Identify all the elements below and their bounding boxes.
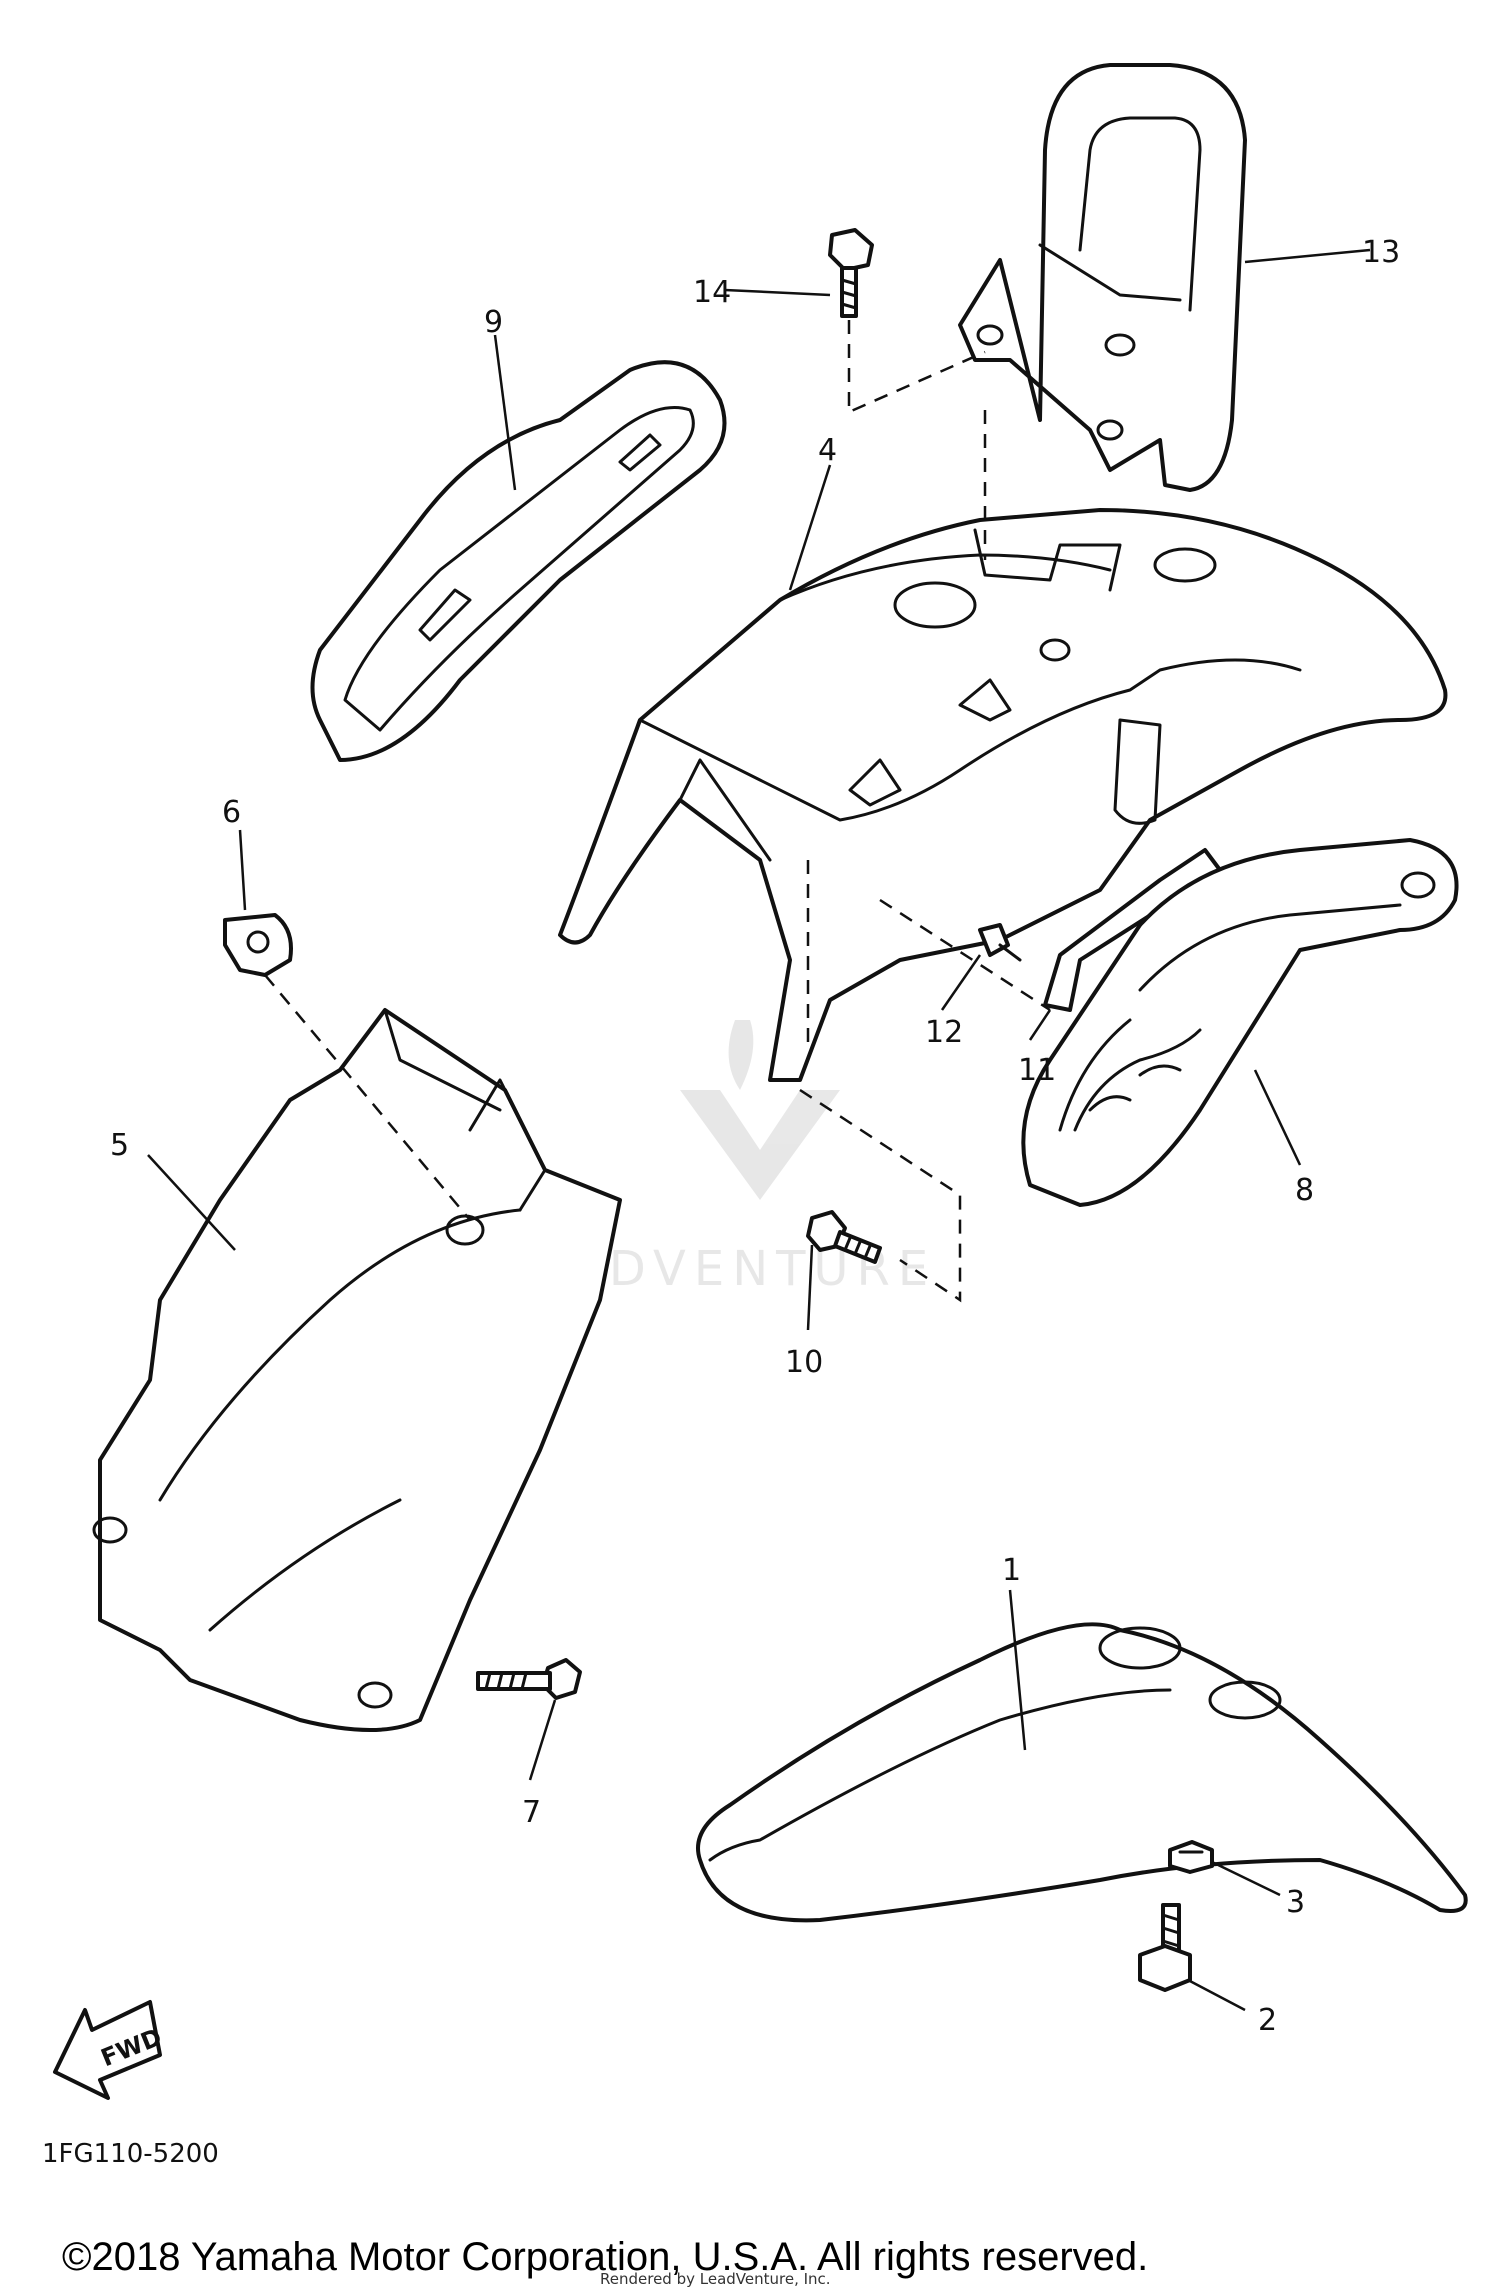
callout-9: 9 bbox=[484, 305, 503, 340]
callout-6: 6 bbox=[222, 795, 241, 830]
part-2-bolt[interactable] bbox=[1138, 1903, 1192, 1992]
part-7-bolt[interactable] bbox=[476, 1658, 582, 1700]
callout-12: 12 bbox=[925, 1015, 963, 1050]
callout-13: 13 bbox=[1362, 235, 1400, 270]
part-1-front-fender[interactable] bbox=[696, 1622, 1468, 1923]
rendered-by-text: Rendered by LeadVenture, Inc. bbox=[600, 2270, 831, 2287]
part-6-clip[interactable] bbox=[223, 913, 293, 977]
copyright-text: ©2018 Yamaha Motor Corporation, U.S.A. A… bbox=[62, 2235, 1148, 2279]
part-9-side-rail[interactable] bbox=[310, 360, 727, 762]
part-10-bolt[interactable] bbox=[806, 1210, 882, 1264]
part-8-side-cover[interactable] bbox=[1021, 838, 1459, 1207]
callout-8: 8 bbox=[1295, 1173, 1314, 1208]
callout-11: 11 bbox=[1018, 1053, 1056, 1088]
assembly-lines bbox=[264, 320, 1051, 1303]
callout-5: 5 bbox=[110, 1128, 129, 1163]
part-14-bolt[interactable] bbox=[828, 228, 874, 318]
callout-14: 14 bbox=[693, 275, 731, 310]
part-13-grab-bar[interactable] bbox=[958, 63, 1247, 492]
fwd-arrow-icon: FWD bbox=[53, 2000, 166, 2100]
part-4-rear-fender[interactable] bbox=[558, 508, 1448, 1082]
callout-3: 3 bbox=[1286, 1885, 1305, 1920]
diagram-code: 1FG110-5200 bbox=[42, 2139, 219, 2169]
callout-4: 4 bbox=[818, 433, 837, 468]
part-12-screw[interactable] bbox=[978, 923, 1022, 962]
callout-7: 7 bbox=[522, 1795, 541, 1830]
callout-1: 1 bbox=[1002, 1553, 1021, 1588]
part-5-inner-fender[interactable] bbox=[92, 1008, 622, 1732]
callout-2: 2 bbox=[1258, 2003, 1277, 2038]
callout-numbers: 1 2 3 4 5 6 7 8 9 10 11 12 13 14 bbox=[110, 235, 1400, 2038]
leader-lines bbox=[147, 248, 1371, 2012]
callout-10: 10 bbox=[785, 1345, 823, 1380]
part-3-nut[interactable] bbox=[1168, 1840, 1214, 1874]
